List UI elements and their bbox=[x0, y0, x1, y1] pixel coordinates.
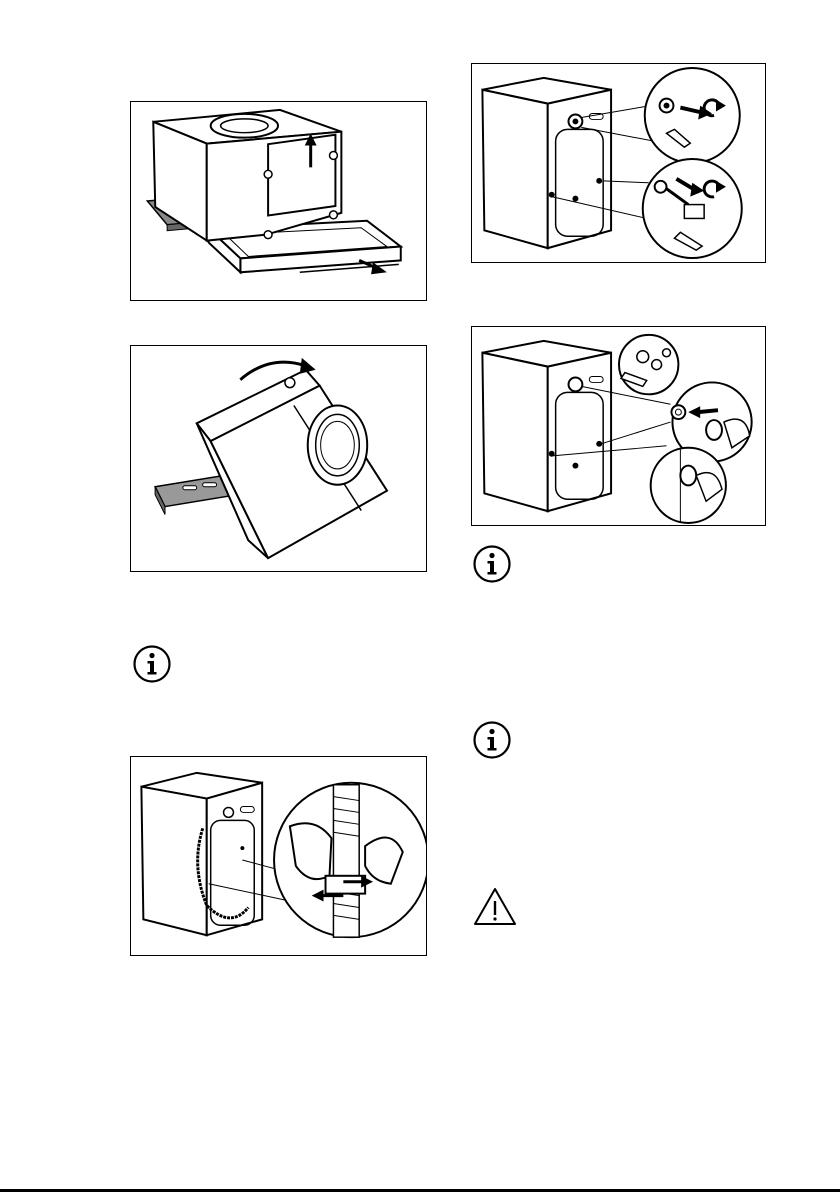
insert-plastic-caps-figure bbox=[471, 326, 766, 526]
tilt-machine-figure bbox=[130, 345, 427, 572]
remove-packaging-base-figure bbox=[130, 101, 427, 301]
info-icon bbox=[472, 544, 512, 584]
warning-triangle-icon bbox=[472, 886, 518, 928]
info-icon bbox=[132, 644, 172, 684]
release-hose-clamp-figure bbox=[130, 756, 427, 956]
remove-transit-bolts-illustration bbox=[472, 64, 765, 262]
release-hose-clamp-illustration bbox=[131, 757, 426, 955]
insert-plastic-caps-illustration bbox=[472, 327, 765, 525]
remove-transit-bolts-figure bbox=[471, 63, 766, 263]
info-icon bbox=[472, 720, 512, 760]
remove-packaging-base-illustration bbox=[131, 102, 426, 300]
tilt-machine-illustration bbox=[131, 346, 426, 571]
